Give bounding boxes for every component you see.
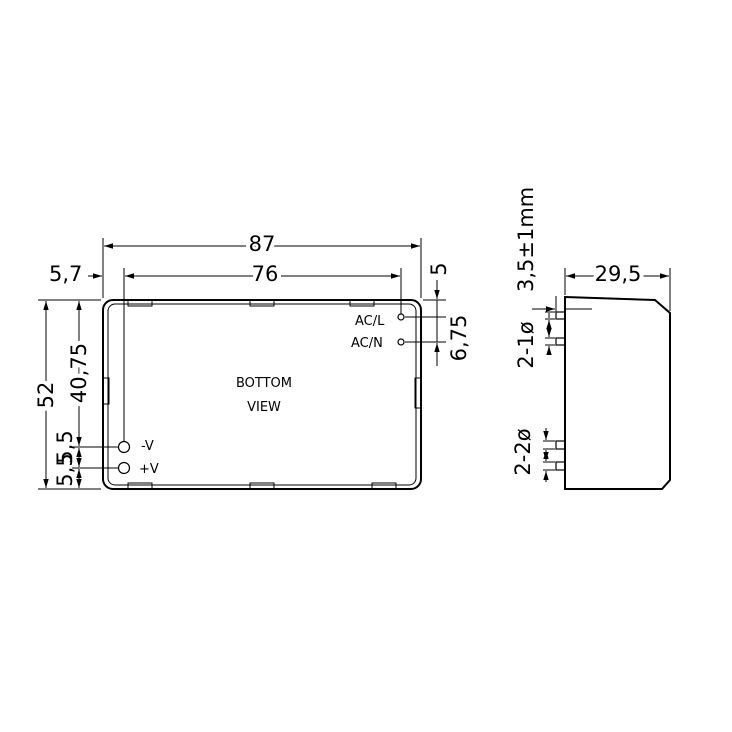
dim-pin-dia-small-text: 2-1ø [514, 321, 538, 368]
dim-height-text: 29,5 [595, 262, 642, 286]
label-neg-v: -V [141, 439, 154, 454]
dim-pin-dia-large: 2-2ø [511, 428, 555, 482]
tab-bottom-right [371, 482, 397, 490]
pin-ac-n [397, 338, 405, 346]
dim-pin-length: 3,5±1mm [514, 187, 592, 318]
view-label-line2: VIEW [247, 400, 281, 415]
dim-ac-spacing-text: 6,75 [447, 315, 471, 362]
pin-pos-v [117, 461, 131, 475]
dim-overall-length-text: 87 [249, 232, 276, 256]
dim-overall-width: 52 [30, 299, 101, 490]
dim-ac-spacing: 6,75 [405, 315, 471, 366]
side-pin-2 [555, 337, 566, 346]
label-pos-v: +V [139, 462, 159, 477]
side-view-outline [564, 295, 671, 490]
case-inner-outline [107, 303, 417, 486]
dim-bottom-offset: 5,5 5,5 [53, 430, 118, 488]
dim-vertical-pin: 40,75 [63, 301, 118, 448]
side-pin-3 [555, 440, 566, 450]
tab-right-side [414, 377, 422, 409]
dim-bottom-offset-text-2: 5,5 [53, 453, 77, 486]
dim-height: 29,5 [564, 258, 671, 311]
dim-overall-width-text: 52 [34, 382, 58, 409]
pin-neg-v [117, 440, 131, 454]
view-label-line1: BOTTOM [236, 376, 292, 391]
tab-bottom-left [127, 482, 153, 490]
side-pin-1 [555, 311, 566, 320]
dim-pin-dia-large-text: 2-2ø [511, 428, 535, 475]
dim-top-offset: 5 [405, 262, 451, 342]
bottom-view: BOTTOM VIEW -V +V AC/L AC/N [102, 299, 422, 490]
tab-top-left [127, 299, 153, 307]
dim-pin-span-text: 76 [252, 262, 279, 286]
dim-overall-length: 87 [102, 228, 422, 298]
tab-bottom-mid [249, 482, 275, 490]
dim-pin-dia-small: 2-1ø [514, 311, 555, 369]
side-pin-4 [555, 461, 566, 471]
dim-top-offset-text: 5 [427, 262, 451, 275]
dim-bottom-offset-text: 5,5 [53, 430, 77, 463]
dim-pin-length-text: 3,5±1mm [514, 187, 538, 292]
dim-vertical-pin-text: 40,75 [67, 343, 91, 403]
tab-top-mid [249, 299, 275, 307]
dim-pin-offset-left: 5,7 [49, 262, 102, 286]
dim-pin-span: 76 [123, 258, 402, 441]
label-ac-n: AC/N [351, 336, 383, 351]
tab-top-right [349, 299, 375, 307]
dim-pin-offset-left-text: 5,7 [49, 262, 82, 286]
side-view [555, 295, 671, 490]
tab-left-side [102, 377, 110, 405]
label-ac-l: AC/L [355, 314, 385, 329]
